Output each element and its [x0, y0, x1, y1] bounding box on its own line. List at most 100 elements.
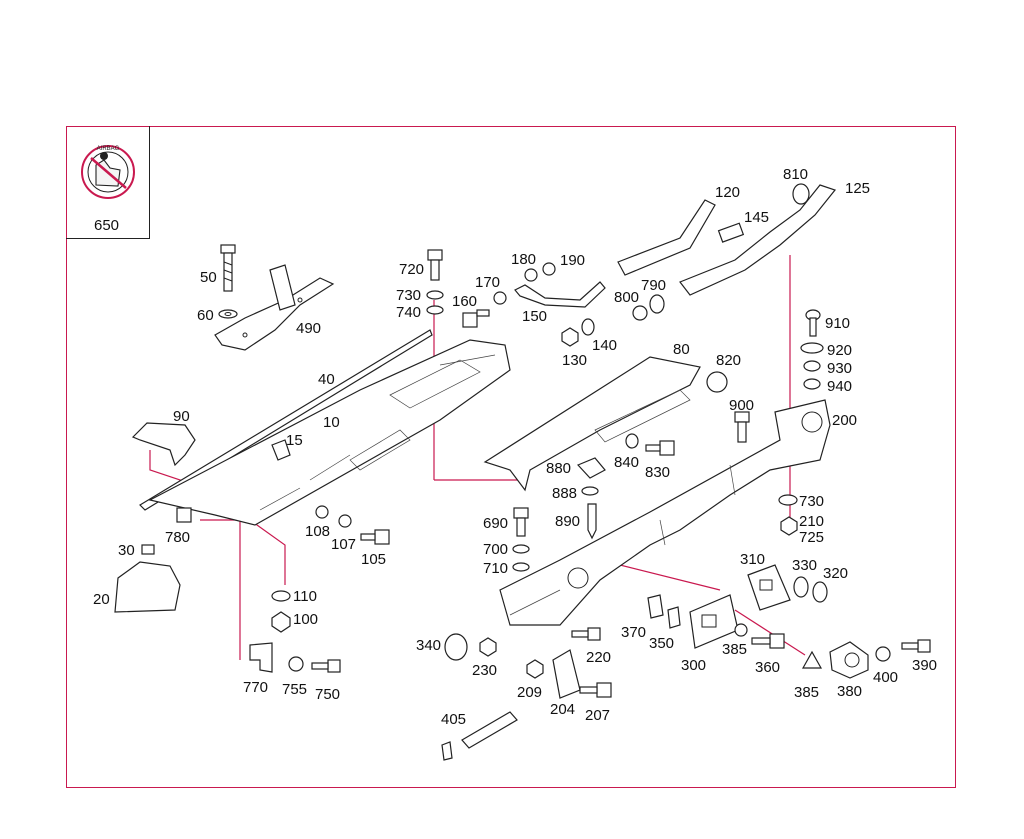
label-150: 150 — [522, 308, 547, 325]
label-15: 15 — [286, 432, 303, 449]
label-880: 880 — [546, 460, 571, 477]
part-350-clip — [667, 606, 681, 629]
part-15-clip — [271, 439, 291, 461]
label-840: 840 — [614, 454, 639, 471]
label-330: 330 — [792, 557, 817, 574]
part-130-nut — [561, 327, 579, 347]
part-780-clip — [176, 507, 192, 523]
label-40: 40 — [318, 371, 335, 388]
label-107: 107 — [331, 536, 356, 553]
part-230-nut — [479, 637, 497, 657]
label-690: 690 — [483, 515, 508, 532]
svg-text:AIRBAG: AIRBAG — [97, 146, 120, 152]
part-360-screw — [751, 633, 785, 649]
label-900: 900 — [729, 397, 754, 414]
label-800: 800 — [614, 289, 639, 306]
part-900-bolt — [734, 411, 750, 443]
label-755: 755 — [282, 681, 307, 698]
label-380: 380 — [837, 683, 862, 700]
part-10-dashboard-lower-panel — [148, 339, 511, 526]
part-210-nut — [780, 516, 798, 536]
label-700: 700 — [483, 541, 508, 558]
part-385-washer-a — [734, 623, 748, 637]
part-940-washer — [803, 378, 821, 390]
part-405-tube — [441, 711, 518, 761]
label-204: 204 — [550, 701, 575, 718]
part-140-washer — [581, 318, 595, 336]
part-107-washer — [338, 514, 352, 528]
label-230: 230 — [472, 662, 497, 679]
label-720: 720 — [399, 261, 424, 278]
label-105: 105 — [361, 551, 386, 568]
part-690-bolt — [513, 507, 529, 537]
label-910: 910 — [825, 315, 850, 332]
part-920-washer — [800, 342, 824, 354]
part-890-screw — [587, 503, 597, 540]
part-120-handle-arm — [617, 199, 716, 276]
label-770: 770 — [243, 679, 268, 696]
part-820-bumper — [706, 371, 728, 393]
label-730-lower: 730 — [799, 493, 824, 510]
part-204-bracket — [552, 649, 581, 699]
part-810-bushing — [792, 183, 810, 205]
label-125: 125 — [845, 180, 870, 197]
label-490: 490 — [296, 320, 321, 337]
part-385-washer-b — [801, 650, 823, 669]
part-330-ring — [793, 576, 809, 598]
part-90-end-cap — [131, 422, 196, 467]
part-125-lever — [679, 184, 837, 296]
label-350: 350 — [649, 635, 674, 652]
part-200-glovebox-body — [499, 399, 831, 626]
part-740-washer — [426, 305, 444, 315]
part-790-washer — [649, 294, 665, 314]
label-740: 740 — [396, 304, 421, 321]
label-400: 400 — [873, 669, 898, 686]
part-730-washer-lower — [778, 494, 798, 506]
label-385-a: 385 — [722, 641, 747, 658]
part-20-side-cover — [114, 561, 181, 613]
label-20: 20 — [93, 591, 110, 608]
part-700-washer — [512, 544, 530, 554]
label-90: 90 — [173, 408, 190, 425]
part-50-bolt — [220, 244, 236, 292]
label-130: 130 — [562, 352, 587, 369]
label-385-b: 385 — [794, 684, 819, 701]
label-120: 120 — [715, 184, 740, 201]
label-210: 210 — [799, 513, 824, 530]
label-220: 220 — [586, 649, 611, 666]
part-320-nut — [812, 581, 828, 603]
airbag-warning-icon: AIRBAG — [81, 145, 135, 199]
part-160-bolt — [462, 309, 490, 328]
label-930: 930 — [827, 360, 852, 377]
label-405: 405 — [441, 711, 466, 728]
part-800-washer — [632, 305, 648, 321]
label-310: 310 — [740, 551, 765, 568]
part-888-washer — [581, 486, 599, 496]
label-140: 140 — [592, 337, 617, 354]
part-180-nut — [524, 268, 538, 282]
part-720-bolt — [427, 249, 443, 281]
part-710-washer — [512, 562, 530, 572]
part-labels: 650 50 60 490 40 90 10 15 780 30 20 108 … — [93, 166, 937, 728]
label-940: 940 — [827, 378, 852, 395]
part-60-washer — [218, 309, 238, 319]
label-810: 810 — [783, 166, 808, 183]
label-820: 820 — [716, 352, 741, 369]
label-300: 300 — [681, 657, 706, 674]
part-755-lockwasher — [288, 656, 304, 672]
part-80-glovebox-lid — [483, 356, 701, 492]
label-110: 110 — [293, 588, 317, 605]
part-770-bracket — [249, 642, 273, 673]
part-105-screw — [360, 529, 390, 545]
label-209: 209 — [517, 684, 542, 701]
label-320: 320 — [823, 565, 848, 582]
part-100-nut — [271, 611, 291, 633]
part-830-screw — [645, 440, 675, 456]
label-180: 180 — [511, 251, 536, 268]
label-780: 780 — [165, 529, 190, 546]
label-370: 370 — [621, 624, 646, 641]
part-207-screw — [579, 682, 612, 698]
diagram-frame — [66, 126, 956, 788]
label-50: 50 — [200, 269, 217, 286]
